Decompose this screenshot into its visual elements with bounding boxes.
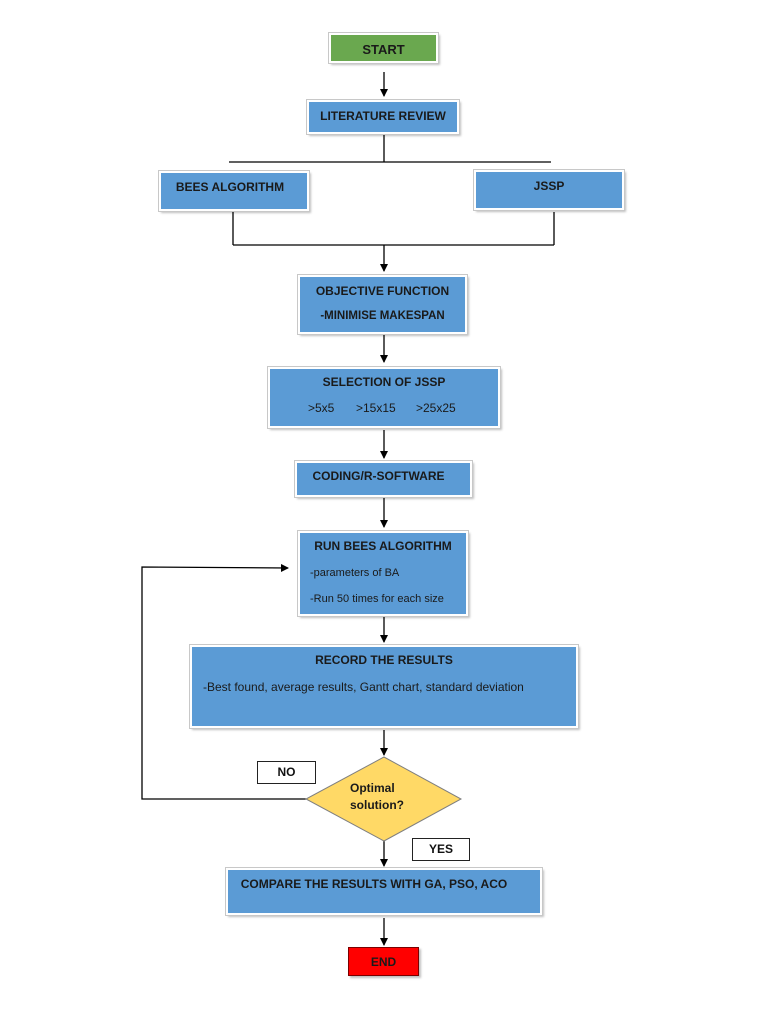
compare-results-label: COMPARE THE RESULTS WITH GA, PSO, ACO (240, 877, 508, 891)
jssp-node: JSSP (473, 169, 625, 211)
compare-results-node: COMPARE THE RESULTS WITH GA, PSO, ACO (225, 867, 543, 916)
size-option-5x5: >5x5 (308, 401, 335, 415)
bees-algorithm-node: BEES ALGORITHM (158, 170, 310, 212)
decision-text: Optimal solution? (350, 780, 404, 814)
record-results-label: RECORD THE RESULTS (315, 653, 453, 667)
record-results-node: RECORD THE RESULTS -Best found, average … (189, 644, 579, 729)
selection-jssp-label: SELECTION OF JSSP (322, 375, 446, 389)
start-node: START (328, 32, 439, 64)
objective-function-detail: -MINIMISE MAKESPAN (320, 310, 445, 322)
run-bees-algorithm-node: RUN BEES ALGORITHM -parameters of BA -Ru… (297, 530, 469, 617)
size-option-15x15: >15x15 (356, 401, 396, 415)
start-label: START (362, 42, 405, 57)
decision-diamond (304, 756, 463, 842)
jssp-label: JSSP (533, 179, 565, 193)
objective-function-label: OBJECTIVE FUNCTION (315, 284, 450, 298)
bees-algorithm-label: BEES ALGORITHM (175, 180, 285, 194)
coding-node: CODING/R-SOFTWARE (294, 460, 473, 498)
objective-function-node: OBJECTIVE FUNCTION -MINIMISE MAKESPAN (297, 274, 468, 335)
loop-back-no-path (141, 563, 306, 800)
literature-review-node: LITERATURE REVIEW (306, 99, 460, 135)
decision-line-2: solution? (350, 798, 404, 812)
end-node: END (348, 947, 419, 976)
no-label: NO (257, 761, 316, 784)
run-ba-detail-parameters: -parameters of BA (310, 567, 400, 579)
size-option-25x25: >25x25 (416, 401, 456, 415)
run-ba-detail-runs: -Run 50 times for each size (310, 593, 444, 605)
coding-label: CODING/R-SOFTWARE (312, 469, 445, 483)
decision-line-1: Optimal (350, 781, 395, 795)
literature-review-label: LITERATURE REVIEW (320, 109, 446, 123)
end-label: END (370, 955, 397, 969)
record-results-detail: -Best found, average results, Gantt char… (203, 680, 524, 694)
run-bees-algorithm-label: RUN BEES ALGORITHM (314, 539, 452, 553)
yes-label: YES (412, 838, 470, 861)
selection-jssp-node: SELECTION OF JSSP >5x5 >15x15 >25x25 (267, 366, 501, 429)
